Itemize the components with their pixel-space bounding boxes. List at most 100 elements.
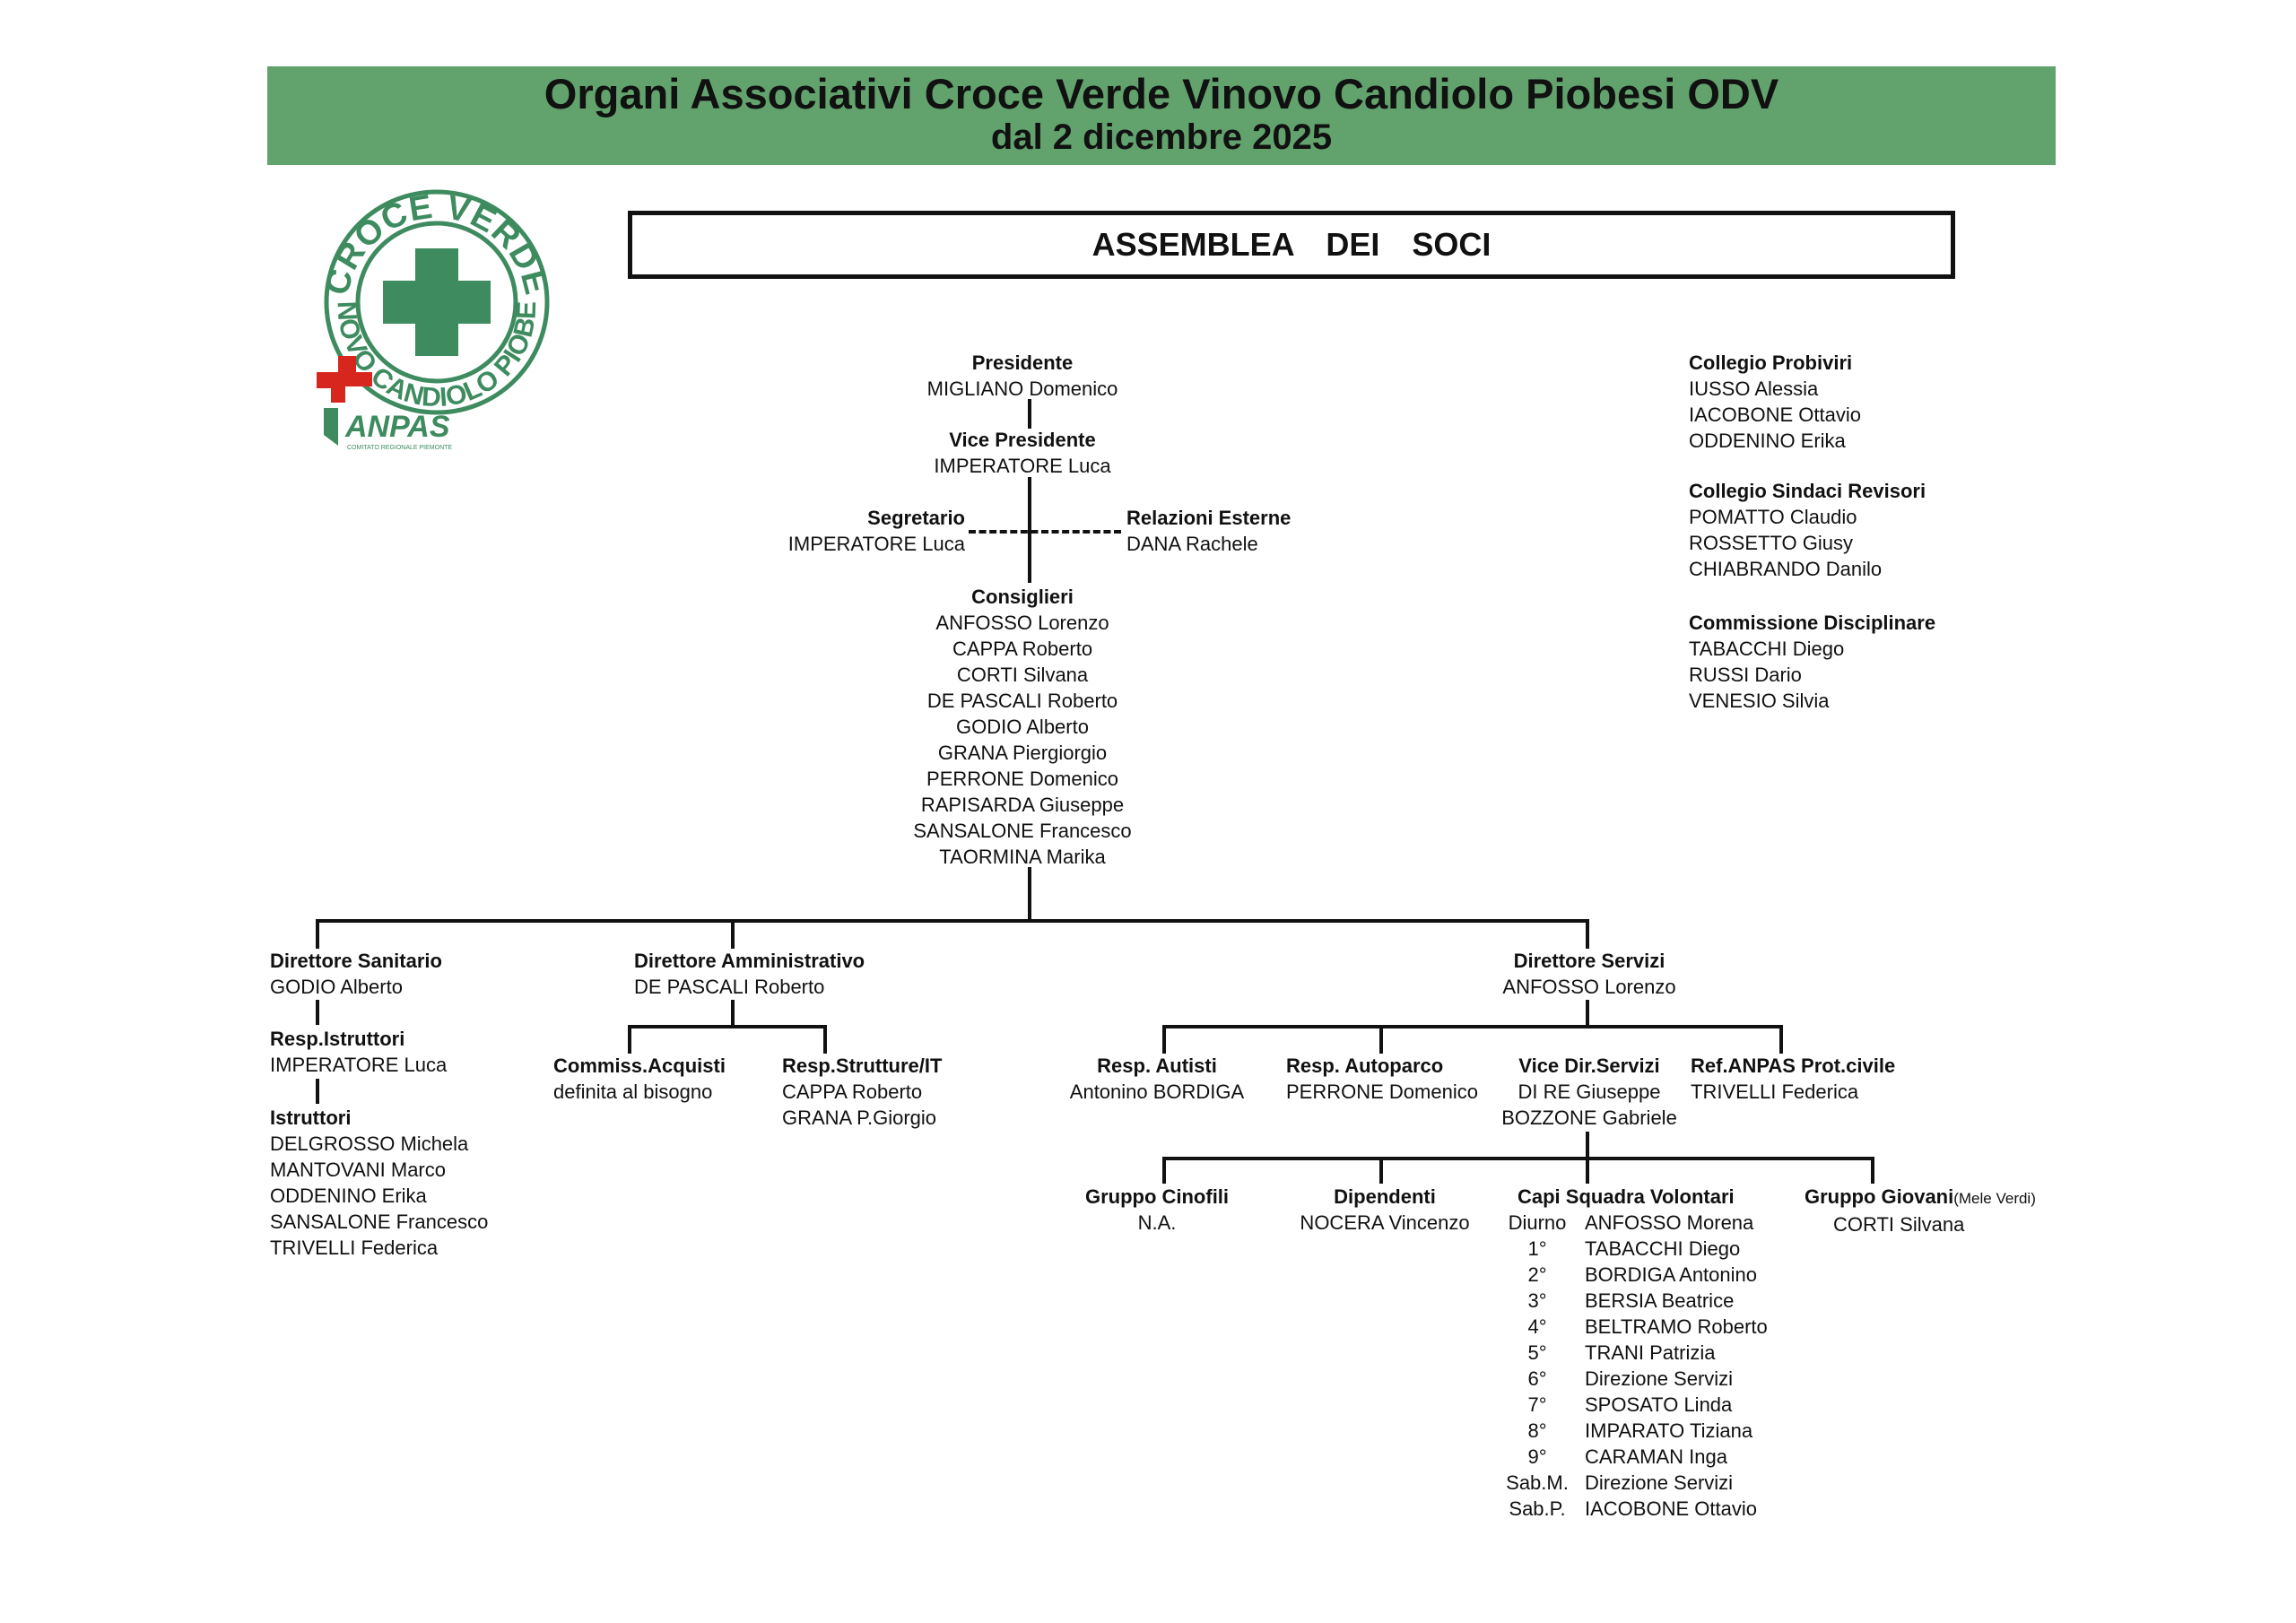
instructors-node: Istruttori DELGROSSO Michela MANTOVANI M… xyxy=(270,1105,488,1261)
instructor-name: SANSALONE Francesco xyxy=(270,1211,489,1233)
connector-instructors xyxy=(316,1079,319,1104)
external-relations-title: Relazioni Esterne xyxy=(1126,507,1292,529)
committee-revisori: Collegio Sindaci Revisori POMATTO Claudi… xyxy=(1689,478,1926,582)
services-director-name: ANFOSSO Lorenzo xyxy=(1502,976,1676,998)
youth-node: Gruppo Giovani(Mele Verdi) CORTI Silvana xyxy=(1805,1184,2036,1237)
crew-name: IACOBONE Ottavio xyxy=(1585,1497,1757,1520)
connector-admin-down xyxy=(731,1000,735,1027)
dogs-name: N.A. xyxy=(1137,1211,1177,1234)
youth-title-line: Gruppo Giovani(Mele Verdi) xyxy=(1805,1184,2036,1211)
committee-member: CHIABRANDO Danilo xyxy=(1689,558,1883,580)
committee-member: RUSSI Dario xyxy=(1689,664,1802,686)
councillor-name: DE PASCALI Roberto xyxy=(926,690,1118,712)
connector-dogs xyxy=(1162,1157,1166,1184)
vice-president-node: Vice Presidente IMPERATORE Luca xyxy=(934,427,1110,479)
crew-shift: 4° xyxy=(1527,1315,1547,1338)
crew-name: Direzione Servizi xyxy=(1585,1471,1734,1494)
committee-disciplinare: Commissione Disciplinare TABACCHI Diego … xyxy=(1689,610,1935,714)
connector-civil xyxy=(1779,1025,1783,1054)
connector-vice-down xyxy=(1586,1132,1589,1159)
connector-services-down xyxy=(1586,1000,1589,1027)
crew-leaders-title: Capi Squadra Volontari xyxy=(1518,1185,1735,1208)
vice-director-name: BOZZONE Gabriele xyxy=(1501,1107,1677,1129)
councillor-name: ANFOSSO Lorenzo xyxy=(935,612,1109,634)
anpas-wordmark: ANPAS xyxy=(344,410,450,444)
councillor-name: PERRONE Domenico xyxy=(926,768,1118,790)
medical-director-title: Direttore Sanitario xyxy=(270,950,442,972)
instructor-name: MANTOVANI Marco xyxy=(270,1159,446,1181)
committee-title: Commissione Disciplinare xyxy=(1689,612,1936,634)
vice-president-title: Vice Presidente xyxy=(949,429,1096,451)
committee-title: Collegio Probiviri xyxy=(1689,352,1853,374)
crew-shift: 9° xyxy=(1527,1445,1547,1468)
green-cross-icon xyxy=(383,248,491,356)
president-node: Presidente MIGLIANO Domenico xyxy=(927,350,1118,402)
committee-member: VENESIO Silvia xyxy=(1689,690,1830,712)
crew-name: BELTRAMO Roberto xyxy=(1585,1315,1768,1338)
crew-name: IMPARATO Tiziana xyxy=(1585,1419,1753,1442)
civil-protection-title: Ref.ANPAS Prot.civile xyxy=(1691,1055,1896,1077)
crew-name: SPOSATO Linda xyxy=(1585,1393,1733,1416)
committee-member: ROSSETTO Giusy xyxy=(1689,532,1853,554)
croce-verde-logo: CROCE VERDE VINOVO CANDIOLO PIOBESI ANPA… xyxy=(291,184,554,451)
connector-admin xyxy=(731,919,735,949)
vice-director-name: DI RE Giuseppe xyxy=(1518,1081,1661,1103)
connector-youth xyxy=(1871,1157,1874,1184)
connector-council xyxy=(1028,867,1031,921)
connector-president xyxy=(1028,399,1031,429)
councillor-name: RAPISARDA Giuseppe xyxy=(920,794,1125,816)
crew-name: TRANI Patrizia xyxy=(1585,1341,1716,1364)
crew-shift: 5° xyxy=(1527,1341,1547,1364)
connector-crew xyxy=(1586,1157,1589,1184)
crew-shift: 3° xyxy=(1527,1289,1547,1312)
youth-note: (Mele Verdi) xyxy=(1953,1190,2036,1207)
councillor-name: TAORMINA Marika xyxy=(939,846,1106,868)
connector-instructors-head xyxy=(316,1000,319,1025)
crew-shift: Diurno xyxy=(1508,1211,1567,1234)
committee-title: Collegio Sindaci Revisori xyxy=(1689,480,1926,502)
medical-director-name: GODIO Alberto xyxy=(270,976,403,998)
page-title: Organi Associativi Croce Verde Vinovo Ca… xyxy=(544,70,1779,117)
crew-shift: Sab.P. xyxy=(1509,1497,1566,1520)
committee-member: TABACCHI Diego xyxy=(1689,638,1845,660)
assembly-label: ASSEMBLEA DEI SOCI xyxy=(1091,226,1492,263)
groups-bus xyxy=(1162,1157,1874,1160)
drivers-name: Antonino BORDIGA xyxy=(1069,1081,1245,1103)
instructors-head-title: Resp.Istruttori xyxy=(270,1028,405,1050)
committee-member: IUSSO Alessia xyxy=(1689,378,1819,400)
vice-director-title: Vice Dir.Servizi xyxy=(1518,1055,1660,1077)
connector-fleet xyxy=(1379,1025,1383,1054)
directors-bus xyxy=(316,919,1589,923)
external-relations-node: Relazioni Esterne DANA Rachele xyxy=(1126,505,1291,557)
connector-purchasing xyxy=(628,1025,631,1054)
crew-name: Direzione Servizi xyxy=(1585,1367,1734,1390)
drivers-title: Resp. Autisti xyxy=(1097,1055,1217,1077)
external-relations-name: DANA Rachele xyxy=(1126,533,1258,555)
connector-services xyxy=(1586,919,1589,949)
vice-president-name: IMPERATORE Luca xyxy=(934,455,1111,477)
admin-director-node: Direttore Amministrativo DE PASCALI Robe… xyxy=(634,948,865,1000)
connector-facilities xyxy=(823,1025,827,1054)
crew-shift: Sab.M. xyxy=(1506,1471,1569,1494)
councillor-name: GRANA Piergiorgio xyxy=(937,742,1108,764)
crew-leaders-node: Capi Squadra Volontari xyxy=(1518,1184,1735,1210)
instructor-name: TRIVELLI Federica xyxy=(270,1237,439,1259)
employees-title: Dipendenti xyxy=(1334,1185,1436,1208)
crew-name: CARAMAN Inga xyxy=(1585,1445,1727,1468)
page-subtitle: dal 2 dicembre 2025 xyxy=(990,117,1333,157)
crew-shift: 2° xyxy=(1527,1263,1547,1286)
secretary-name: IMPERATORE Luca xyxy=(787,533,965,555)
crew-row: 9° CARAMAN Inga xyxy=(1497,1444,1768,1470)
connector-drivers xyxy=(1162,1025,1166,1054)
secretary-node: Segretario IMPERATORE Luca xyxy=(788,505,965,557)
crew-row: 4° BELTRAMO Roberto xyxy=(1497,1314,1768,1340)
crew-row: Sab.P. IACOBONE Ottavio xyxy=(1497,1496,1768,1522)
instructors-head-name: IMPERATORE Luca xyxy=(270,1054,448,1076)
facilities-title: Resp.Strutture/IT xyxy=(782,1055,943,1077)
purchasing-name: definita al bisogno xyxy=(553,1081,713,1103)
councillors-title: Consiglieri xyxy=(971,586,1074,608)
councillor-name: CORTI Silvana xyxy=(956,664,1089,686)
crew-name: BORDIGA Antonino xyxy=(1585,1263,1757,1286)
